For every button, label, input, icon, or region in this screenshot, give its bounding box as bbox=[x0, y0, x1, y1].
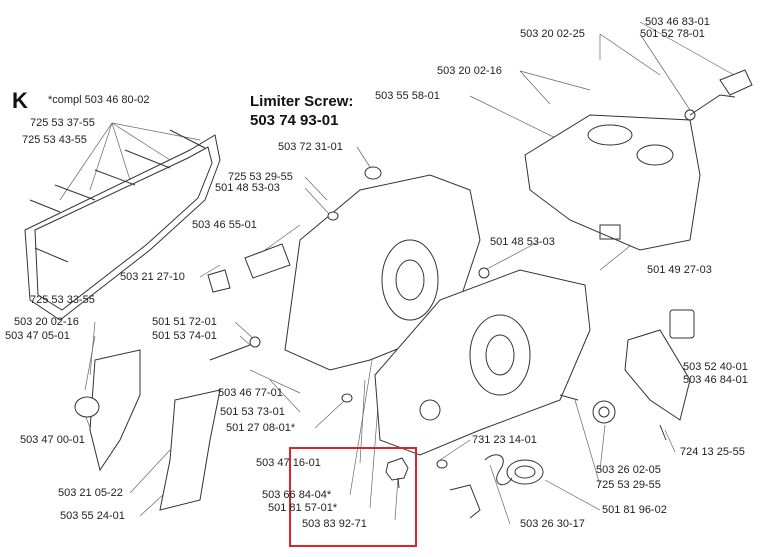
part-label: 503 55 58-01 bbox=[375, 90, 440, 102]
part-label: 503 20 02-16 bbox=[14, 316, 79, 328]
part-label: 503 46 83-01 bbox=[645, 16, 710, 28]
part-label: 503 21 27-10 bbox=[120, 271, 185, 283]
part-label: 501 49 27-03 bbox=[647, 264, 712, 276]
part-label: 503 26 30-17 bbox=[520, 518, 585, 530]
part-label: 503 20 02-25 bbox=[520, 28, 585, 40]
part-label: 725 53 29-55 bbox=[228, 171, 293, 183]
part-label: 503 66 84-04* bbox=[262, 489, 332, 501]
part-label: 503 47 16-01 bbox=[256, 457, 321, 469]
part-label: 501 81 57-01* bbox=[268, 502, 338, 514]
part-label: 503 20 02-16 bbox=[437, 65, 502, 77]
limiter-screw-heading: Limiter Screw: 503 74 93-01 bbox=[250, 92, 353, 130]
part-label: 503 52 40-01 bbox=[683, 361, 748, 373]
part-label: 731 23 14-01 bbox=[472, 434, 537, 446]
right-side-pieces bbox=[559, 309, 695, 441]
limiter-screw-part bbox=[385, 457, 409, 489]
limiter-number: 503 74 93-01 bbox=[250, 112, 339, 129]
throttle-bracket bbox=[684, 69, 753, 121]
part-label: 501 52 78-01 bbox=[640, 28, 705, 40]
part-label: 503 72 31-01 bbox=[278, 141, 343, 153]
part-label: 501 51 72-01 bbox=[152, 316, 217, 328]
part-label: 503 46 84-01 bbox=[683, 374, 748, 386]
part-label: 501 48 53-03 bbox=[215, 182, 280, 194]
compl-note: *compl 503 46 80-02 bbox=[48, 94, 150, 106]
part-label: 501 81 96-02 bbox=[602, 504, 667, 516]
gasket-screws bbox=[29, 129, 206, 263]
part-label: 725 53 43-55 bbox=[22, 134, 87, 146]
left-plate-pieces bbox=[74, 349, 221, 511]
small-parts bbox=[207, 166, 490, 469]
fuel-tank-top bbox=[524, 114, 701, 251]
part-label: 725 53 29-55 bbox=[596, 479, 661, 491]
part-label: 725 53 37-55 bbox=[30, 117, 95, 129]
part-label: 503 83 92-71 bbox=[302, 518, 367, 530]
part-label: 503 47 00-01 bbox=[20, 434, 85, 446]
part-label: 503 55 24-01 bbox=[60, 510, 125, 522]
part-label: 501 53 73-01 bbox=[220, 406, 285, 418]
part-label: 503 46 55-01 bbox=[192, 219, 257, 231]
bottom-parts bbox=[449, 454, 544, 519]
section-letter: K bbox=[12, 88, 28, 113]
part-label: 501 48 53-03 bbox=[490, 236, 555, 248]
highlight-box bbox=[289, 447, 417, 547]
part-label: 501 27 08-01* bbox=[226, 422, 296, 434]
part-label: 503 21 05-22 bbox=[58, 487, 123, 499]
part-label: 724 13 25-55 bbox=[680, 446, 745, 458]
part-label: 503 47 05-01 bbox=[5, 330, 70, 342]
part-label: 503 26 02-05 bbox=[596, 464, 661, 476]
gasket-outline bbox=[24, 134, 221, 321]
part-label: 725 53 33-55 bbox=[30, 294, 95, 306]
part-label: 503 46 77-01 bbox=[218, 387, 283, 399]
part-label: 501 53 74-01 bbox=[152, 330, 217, 342]
limiter-title: Limiter Screw: bbox=[250, 93, 354, 110]
